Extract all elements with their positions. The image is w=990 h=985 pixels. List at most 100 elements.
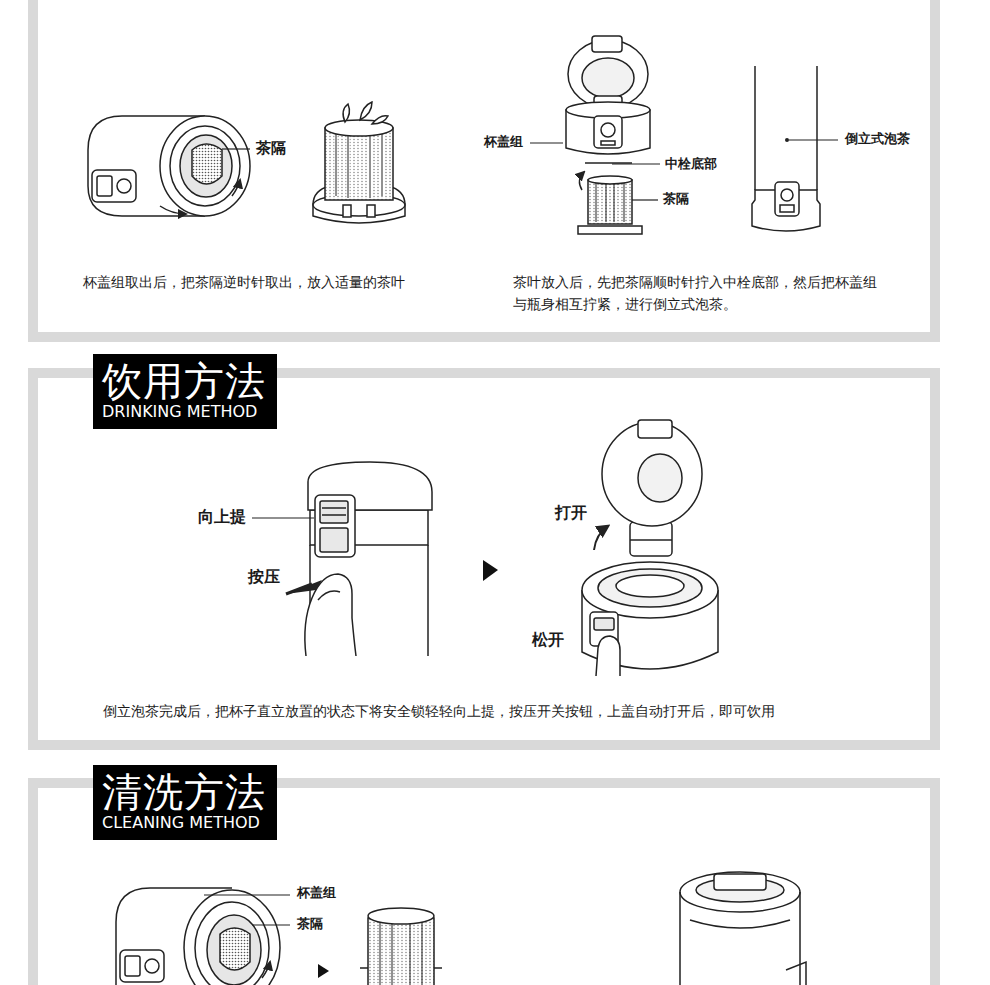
lid-group-drawing <box>180 135 232 197</box>
press-arrow <box>286 580 322 594</box>
lid-group-drawing <box>184 890 280 985</box>
inverted-bottle-drawing <box>752 66 820 231</box>
inverted-bottle-drawing <box>781 189 793 201</box>
inverted-bottle-drawing <box>754 66 756 190</box>
lid-group-drawing <box>160 206 186 214</box>
leader-line <box>530 142 563 143</box>
lid-group-drawing <box>232 180 240 196</box>
leader-line <box>222 148 250 149</box>
tea-infuser-drawing <box>360 908 442 985</box>
tea-infuser-drawing <box>588 180 632 224</box>
cup-drawing <box>320 528 348 552</box>
lid-group-drawing <box>117 179 131 193</box>
step-caption: 倒立泡茶完成后，把杯子直立放置的状态下将安全锁轻轻向上提，按压开关按钮，上盖自动… <box>103 703 775 720</box>
bottle-top-drawing <box>786 962 806 985</box>
lid-group-drawing <box>195 902 269 985</box>
open-lid-drawing <box>594 618 614 630</box>
press-arrow <box>286 580 322 594</box>
leader-line <box>204 895 290 925</box>
leader-line <box>222 148 250 149</box>
lid-group-drawing <box>220 928 250 970</box>
lid-assembly-drawing <box>566 110 650 154</box>
open-lid-drawing <box>638 454 682 502</box>
step-triangle <box>483 560 498 581</box>
leader-line <box>204 894 290 895</box>
bottle-top-drawing <box>680 872 800 912</box>
heading-subtext: CLEANING METHOD <box>102 813 268 833</box>
step-caption: 茶叶放入后，先把茶隔顺时针拧入中栓底部，然后把杯盖组与瓶身相互拧紧，进行倒立式泡… <box>513 272 885 315</box>
cup-drawing <box>318 591 340 600</box>
tea-infuser-drawing <box>325 128 393 200</box>
cup-drawing <box>315 495 355 557</box>
tea-infuser-drawing <box>343 104 349 122</box>
lid-assembly-drawing <box>601 123 615 137</box>
lid-assembly-drawing <box>592 36 622 52</box>
tea-infuser-drawing <box>579 172 584 190</box>
leader-line <box>612 163 660 164</box>
lid-group-drawing <box>170 126 240 206</box>
panel-frame <box>33 0 935 337</box>
open-lid-drawing <box>638 420 672 438</box>
heading-text: 清洗方法 <box>102 771 268 813</box>
lid-assembly-drawing <box>601 141 615 145</box>
bottle-top-drawing <box>714 874 766 890</box>
leader-line <box>252 517 314 518</box>
tea-infuser-drawing <box>380 922 422 985</box>
part-label: 茶隔 <box>256 139 286 157</box>
bottle-top-drawing <box>680 892 800 985</box>
lid-group-drawing <box>116 888 280 985</box>
action-label: 按压 <box>248 567 280 586</box>
lid-group-drawing <box>192 144 222 184</box>
tea-infuser-drawing <box>360 102 372 120</box>
bottle-top-drawing <box>680 872 806 985</box>
lid-group-drawing <box>92 170 136 202</box>
open-arrow <box>594 526 608 550</box>
tea-infuser-drawing <box>372 116 388 124</box>
lid-assembly-drawing <box>582 58 634 98</box>
open-lid-drawing <box>598 569 702 607</box>
lid-group-drawing <box>88 116 250 216</box>
cup-drawing <box>427 545 429 656</box>
tea-infuser-drawing <box>336 132 382 198</box>
part-label: 中栓底部 <box>665 156 717 172</box>
tea-infuser-drawing <box>596 182 624 222</box>
part-label: 倒立式泡茶 <box>845 131 910 147</box>
part-label: 茶隔 <box>663 191 689 207</box>
lid-group-drawing <box>125 956 140 976</box>
lid-group-drawing <box>160 116 250 216</box>
heading-subtext: DRINKING METHOD <box>102 402 268 422</box>
leader-dot <box>785 138 789 142</box>
step-triangle <box>318 964 329 978</box>
lid-group-drawing <box>262 962 270 978</box>
leader-line <box>252 924 290 925</box>
action-label: 打开 <box>555 503 587 522</box>
heading-text: 饮用方法 <box>102 360 268 402</box>
tea-infuser-drawing <box>343 205 351 217</box>
inverted-bottle-drawing <box>780 205 794 212</box>
lid-group-drawing <box>97 176 112 196</box>
inverted-bottle-drawing <box>816 66 818 190</box>
inverted-bottle-drawing <box>752 190 820 231</box>
open-lid-drawing <box>616 575 684 597</box>
part-label: 杯盖组 <box>484 134 523 150</box>
step-caption: 杯盖组取出后，把茶隔逆时针取出，放入适量的茶叶 <box>83 274 405 291</box>
press-arrow <box>286 584 312 594</box>
tea-infuser-drawing <box>368 918 434 985</box>
cup-drawing <box>305 462 432 656</box>
inverted-bottle-drawing <box>775 182 799 216</box>
tea-infuser-drawing <box>588 176 632 184</box>
section-heading: 清洗方法CLEANING METHOD <box>93 765 277 840</box>
cup-drawing <box>322 514 346 516</box>
tea-infuser-drawing <box>336 132 382 198</box>
lid-assembly-drawing <box>566 36 650 163</box>
action-label: 向上提 <box>198 507 246 526</box>
tea-infuser-drawing <box>578 172 642 234</box>
open-lid-drawing <box>630 522 672 556</box>
leader-line <box>789 139 838 140</box>
open-lid-drawing <box>582 562 718 618</box>
tea-infuser-drawing <box>313 102 405 223</box>
section-heading: 饮用方法DRINKING METHOD <box>93 354 277 429</box>
open-lid-drawing <box>630 539 672 541</box>
part-label: 杯盖组 <box>297 885 336 901</box>
tea-infuser-drawing <box>578 226 642 234</box>
